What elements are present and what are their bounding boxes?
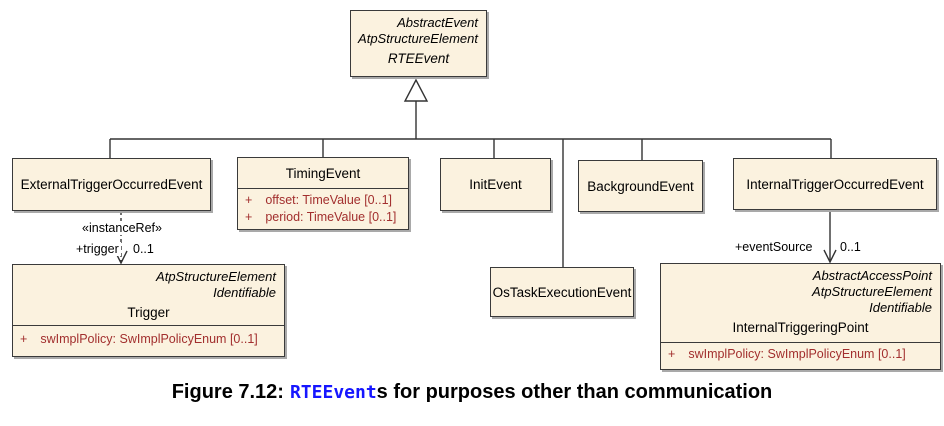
class-box-os-task-execution-event: OsTaskExecutionEvent	[490, 267, 634, 317]
attribute-compartment: + offset: TimeValue [0..1] + period: Tim…	[238, 188, 408, 228]
supertype-label: AtpStructureElement	[812, 284, 932, 299]
attribute-text: swImplPolicy: SwImplPolicyEnum [0..1]	[40, 332, 258, 346]
class-name: TimingEvent	[285, 165, 361, 181]
name-compartment: AbstractEvent AtpStructureElement RTEEve…	[351, 11, 486, 67]
attribute: + swImplPolicy: SwImplPolicyEnum [0..1]	[661, 346, 940, 363]
event-source-arrowhead-icon	[823, 249, 837, 264]
class-box-internal-triggering-point: AbstractAccessPoint AtpStructureElement …	[660, 263, 941, 370]
multiplicity-label-trigger: 0..1	[131, 242, 156, 256]
name-compartment: AbstractAccessPoint AtpStructureElement …	[661, 264, 940, 342]
name-compartment: TimingEvent	[238, 158, 408, 188]
attribute: + period: TimeValue [0..1]	[238, 209, 408, 226]
class-name: BackgroundEvent	[587, 178, 694, 194]
inheritance-triangle-icon	[403, 78, 429, 102]
class-name: OsTaskExecutionEvent	[492, 284, 632, 300]
role-label-trigger: +trigger	[74, 242, 121, 256]
supertype-label: AtpStructureElement	[358, 31, 478, 46]
role-label-event-source: +eventSource	[733, 240, 815, 254]
class-box-timing-event: TimingEvent + offset: TimeValue [0..1] +…	[237, 157, 409, 230]
caption-code-term: RTEEvent	[289, 382, 377, 403]
supertype-label: Identifiable	[213, 285, 276, 300]
stereotype-label-instance-ref: «instanceRef»	[70, 221, 174, 235]
class-box-internal-trigger-occurred-event: InternalTriggerOccurredEvent	[733, 158, 937, 210]
class-name: ExternalTriggerOccurredEvent	[20, 177, 203, 192]
multiplicity-label-event-source: 0..1	[838, 240, 863, 254]
class-box-external-trigger-occurred-event: ExternalTriggerOccurredEvent	[12, 158, 211, 211]
attribute-text: swImplPolicy: SwImplPolicyEnum [0..1]	[688, 347, 906, 361]
caption-suffix: s for purposes other than communication	[376, 381, 773, 403]
caption-prefix: Figure 7.12:	[171, 381, 284, 403]
class-name: InitEvent	[469, 177, 522, 192]
attribute-text: period: TimeValue [0..1]	[265, 210, 397, 224]
class-name: RTEEvent	[387, 51, 450, 66]
supertype-label: Identifiable	[869, 300, 932, 315]
attribute: + swImplPolicy: SwImplPolicyEnum [0..1]	[13, 331, 284, 348]
attribute: + offset: TimeValue [0..1]	[238, 192, 408, 209]
class-box-rte-event: AbstractEvent AtpStructureElement RTEEve…	[350, 10, 487, 77]
class-box-init-event: InitEvent	[440, 158, 551, 211]
attribute-compartment: + swImplPolicy: SwImplPolicyEnum [0..1]	[13, 325, 284, 356]
figure-caption: Figure 7.12:RTEEvents for purposes other…	[0, 381, 944, 404]
attribute-text: offset: TimeValue [0..1]	[265, 193, 393, 207]
supertype-label: AbstractEvent	[397, 15, 478, 30]
visibility-sign: +	[20, 332, 28, 346]
name-compartment: AtpStructureElement Identifiable Trigger	[13, 265, 284, 325]
class-name: InternalTriggeringPoint	[732, 320, 869, 335]
class-name: Trigger	[127, 305, 170, 320]
class-box-trigger: AtpStructureElement Identifiable Trigger…	[12, 264, 285, 357]
visibility-sign: +	[245, 210, 253, 224]
supertype-label: AbstractAccessPoint	[812, 268, 932, 283]
attribute-compartment: + swImplPolicy: SwImplPolicyEnum [0..1]	[661, 342, 940, 369]
class-box-background-event: BackgroundEvent	[578, 160, 703, 212]
visibility-sign: +	[668, 347, 676, 361]
visibility-sign: +	[245, 193, 253, 207]
supertype-label: AtpStructureElement	[156, 269, 276, 284]
class-name: InternalTriggerOccurredEvent	[746, 176, 924, 192]
